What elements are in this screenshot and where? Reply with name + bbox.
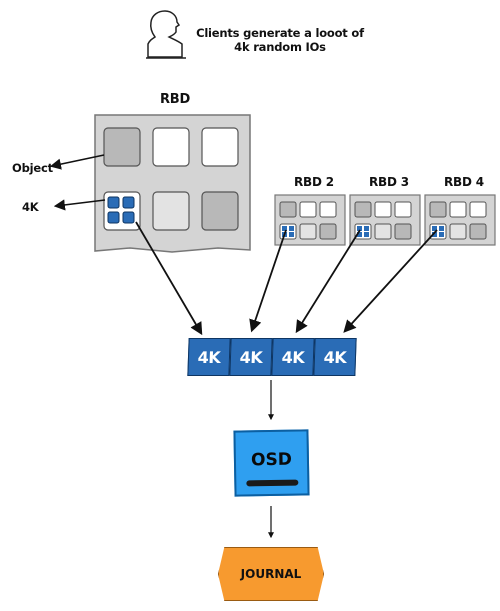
rbd3-to-block-3-arrow bbox=[295, 229, 361, 334]
4k-block: 4K bbox=[229, 338, 273, 376]
4k-block: 4K bbox=[313, 338, 357, 376]
rbd-to-block-1-arrow bbox=[135, 221, 203, 336]
rbd-main-label: RBD bbox=[160, 92, 191, 107]
4k-label: 4K bbox=[22, 200, 39, 214]
4k-block: 4K bbox=[187, 338, 231, 376]
rbd-3-label: RBD 3 bbox=[369, 175, 409, 189]
rbd-2-panel bbox=[274, 194, 346, 246]
person-head-icon bbox=[146, 10, 186, 59]
journal-label: JOURNAL bbox=[240, 567, 302, 581]
rbd2-to-block-2-arrow bbox=[249, 229, 287, 333]
rbd-main-panel bbox=[94, 114, 251, 253]
osd-label: OSD bbox=[250, 449, 293, 471]
client-description: Clients generate a looot of 4k random IO… bbox=[196, 26, 364, 54]
rbd4-to-block-4-arrow bbox=[343, 229, 438, 333]
4k-block: 4K bbox=[271, 338, 315, 376]
rbd-2-label: RBD 2 bbox=[294, 175, 334, 189]
4k-arrow bbox=[53, 199, 106, 211]
osd-box: OSD bbox=[233, 429, 310, 497]
object-cell bbox=[103, 127, 141, 167]
rbd-4-label: RBD 4 bbox=[444, 175, 484, 189]
rbd-3-panel bbox=[349, 194, 421, 246]
rbd-4-panel bbox=[424, 194, 496, 246]
osd-bar bbox=[246, 479, 299, 487]
object-arrow bbox=[49, 154, 105, 170]
object-label: Object bbox=[12, 161, 53, 175]
journal-box: JOURNAL bbox=[218, 547, 324, 601]
